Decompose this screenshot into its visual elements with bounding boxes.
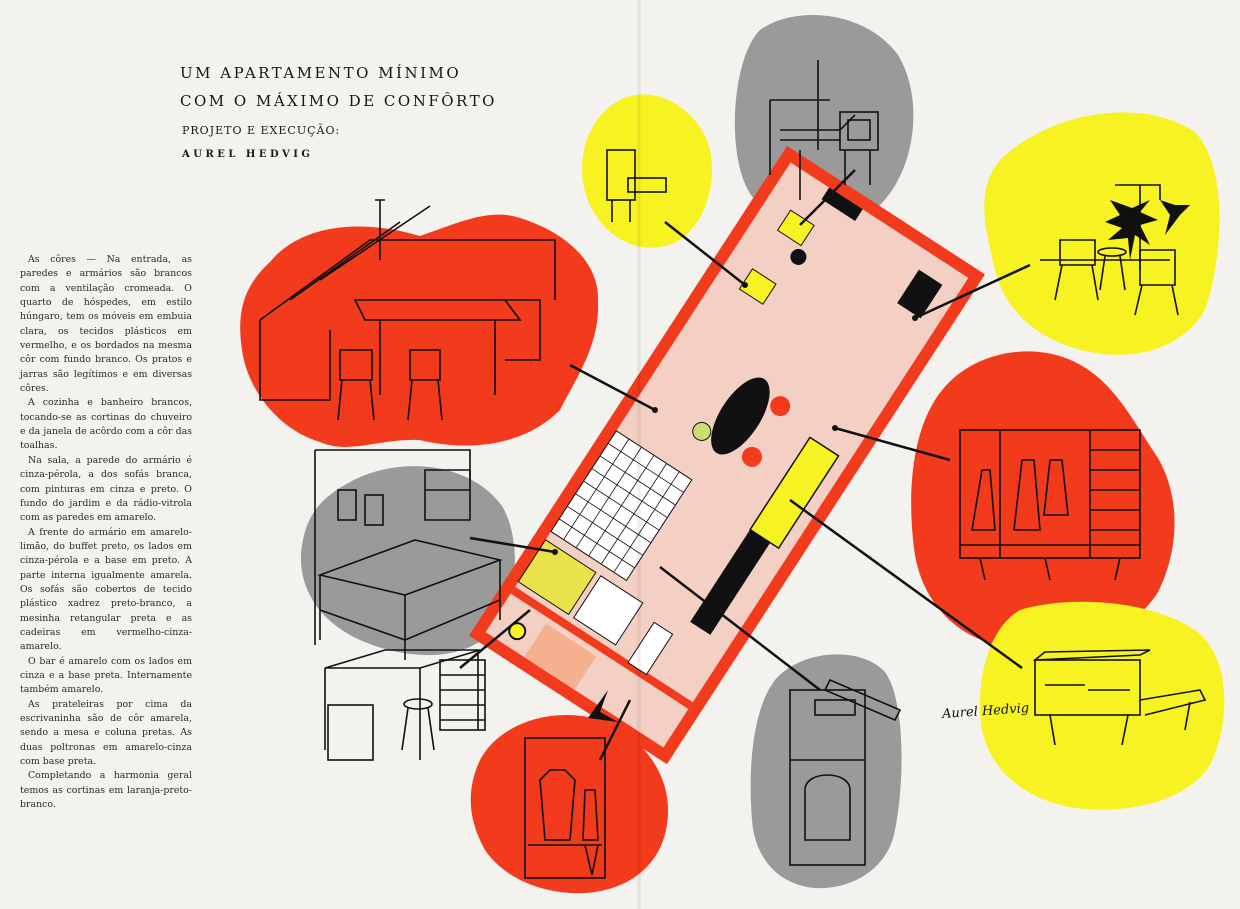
page-fold: [636, 0, 642, 909]
body-paragraph: Completando a harmonia geral temos as co…: [20, 770, 192, 811]
plan-yellow-cabinet: [749, 436, 840, 550]
plan-entrance-orange: [524, 623, 597, 690]
red-blob-dining: [240, 214, 599, 447]
plan-yellow-bed: [517, 539, 597, 616]
floor-plan: [469, 145, 985, 765]
plan-red-chair-1: [770, 396, 791, 417]
sketch-wall-unit: [606, 149, 667, 222]
entrance-arrow-icon: [588, 690, 618, 722]
plan-lounge-chair-2: [738, 268, 777, 305]
sketch-entrance-wardrobe: [524, 737, 606, 879]
body-text: As côres — Na entrada, as paredes e armá…: [20, 253, 192, 812]
leader-lines: [459, 169, 1031, 761]
sketch-dining-corner: [259, 199, 556, 421]
plan-red-chair-2: [741, 446, 762, 467]
sketch-bedroom: [314, 449, 503, 660]
plan-lamp: [790, 248, 807, 265]
sketch-plants: [1105, 200, 1190, 260]
plan-black-table: [711, 377, 770, 455]
body-paragraph: As prateleiras por cima da escrivaninha …: [20, 698, 192, 768]
plan-bathroom: [572, 575, 644, 646]
page-title-line-2: COM O MÁXIMO DE CONFÔRTO: [180, 92, 497, 110]
plan-tiled-area: [550, 430, 693, 582]
plan-black-sofa: [690, 529, 771, 635]
body-paragraph: O bar é amarelo com os lados em cinza e …: [20, 655, 192, 696]
plan-bar-block: [897, 269, 943, 319]
body-paragraph: A frente do armário em amarelo-limão, do…: [20, 526, 192, 653]
credit-label: PROJETO E EXECUÇÃO:: [182, 124, 341, 137]
plan-desk: [821, 187, 863, 222]
yellow-blob-bar: [979, 601, 1225, 810]
sketch-kitchen: [789, 678, 902, 866]
sketch-lounge: [1040, 184, 1179, 316]
leader-dots: [552, 282, 918, 555]
plan-green-chair: [692, 421, 712, 441]
body-paragraph: Na sala, a parede do armário é cinza-pér…: [20, 454, 192, 524]
body-paragraph: As côres — Na entrada, as paredes e armá…: [20, 254, 192, 395]
sketch-desk: [324, 649, 486, 761]
gray-blob-bedroom: [300, 466, 515, 656]
sketch-bar: [1032, 649, 1207, 746]
author-name: AUREL HEDVIG: [182, 149, 314, 160]
yellow-blob-lounge: [984, 112, 1220, 355]
red-blob-wardrobe: [911, 351, 1175, 651]
sketch-wardrobe: [959, 429, 1141, 581]
plan-lounge-chair-1: [776, 209, 815, 247]
gray-blob-kitchen: [750, 654, 902, 889]
page-title-line-1: UM APARTAMENTO MÍNIMO: [180, 64, 462, 82]
yellow-blob-wallunit: [581, 94, 712, 248]
red-blob-entrance: [470, 714, 668, 894]
plan-kitchen-unit: [627, 621, 674, 676]
sketch-desk-shelves: [769, 60, 879, 200]
body-paragraph: A cozinha e banheiro brancos, tocando-se…: [20, 397, 192, 452]
